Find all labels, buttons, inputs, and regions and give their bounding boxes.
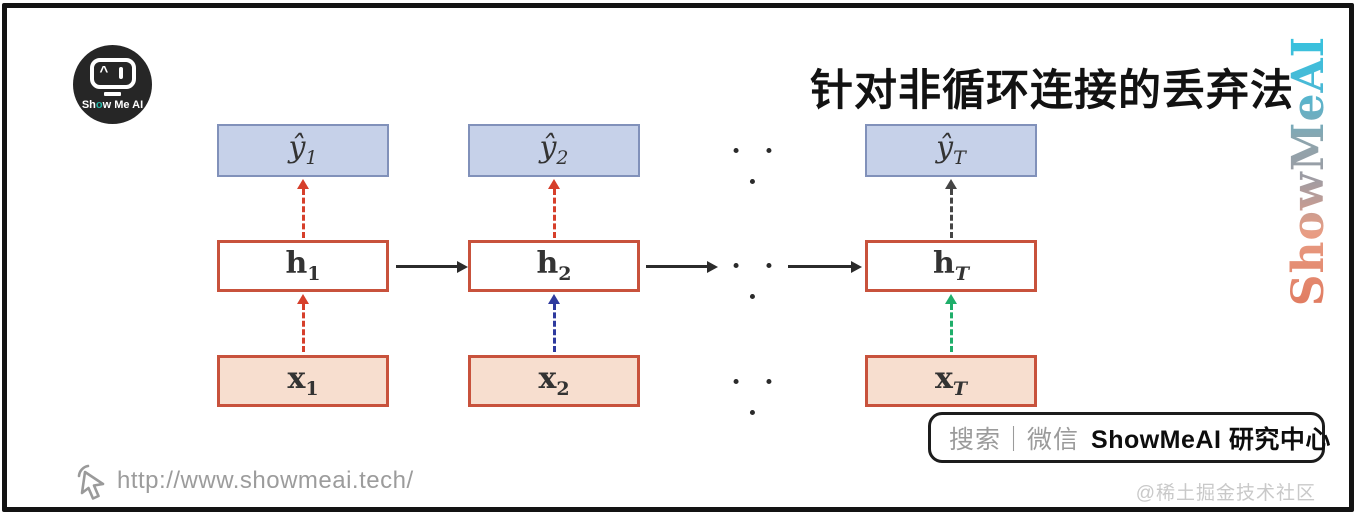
vertical-brand-watermark: ShowMeAI xyxy=(1283,31,1334,311)
community-watermark: @稀土掘金技术社区 xyxy=(1135,483,1316,504)
input-box-x1: x1 xyxy=(217,355,389,407)
hidden-box-hT: hT xyxy=(865,240,1037,292)
hidden-box-h1: h1 xyxy=(217,240,389,292)
page-title: 针对非循环连接的丢弃法 xyxy=(810,67,1294,115)
input-box-x2: x2 xyxy=(468,355,640,407)
logo-wordmark: Show Me AI xyxy=(82,99,143,111)
cursor-click-icon xyxy=(77,464,105,500)
logo-text-part: w Me AI xyxy=(102,99,144,111)
ellipsis-output-row: · · · xyxy=(731,136,781,198)
y2-label: ŷ2 xyxy=(539,130,569,169)
x2-label: x2 xyxy=(538,360,570,400)
search-brand-text: ShowMeAI 研究中心 xyxy=(1091,425,1331,454)
output-box-yT: ŷT xyxy=(865,124,1037,177)
website-url: http://www.showmeai.tech/ xyxy=(117,467,414,494)
xT-label: xT xyxy=(934,360,968,400)
robot-chin xyxy=(104,92,121,96)
y1-label: ŷ1 xyxy=(288,130,318,169)
wechat-search-card: 搜索｜微信 ShowMeAI 研究中心 xyxy=(928,412,1330,463)
robot-eye-right xyxy=(118,67,123,79)
search-hint-text: 搜索｜微信 xyxy=(949,425,1080,454)
robot-eye-left: ^ xyxy=(99,63,109,80)
output-box-y1: ŷ1 xyxy=(217,124,389,177)
logo-text-o: o xyxy=(95,99,103,111)
input-box-xT: xT xyxy=(865,355,1037,407)
arrow-h1-to-y1 xyxy=(297,179,309,238)
showmeai-logo: ^ Show Me AI xyxy=(73,45,152,124)
x1-label: x1 xyxy=(287,360,319,400)
hidden-box-h2: h2 xyxy=(468,240,640,292)
robot-face-icon: ^ xyxy=(89,58,136,89)
arrow-dots-to-hT xyxy=(788,260,862,273)
arrow-h2-to-dots xyxy=(646,260,718,273)
arrow-x1-to-h1 xyxy=(297,294,309,352)
arrow-xT-to-hT xyxy=(945,294,957,352)
ellipsis-hidden-row: · · · xyxy=(731,251,781,313)
h1-label: h1 xyxy=(285,245,321,285)
arrow-hT-to-yT xyxy=(945,179,957,238)
yT-label: ŷT xyxy=(936,130,966,169)
arrow-h1-to-h2 xyxy=(396,260,468,273)
logo-text-part: Sh xyxy=(81,99,96,111)
output-box-y2: ŷ2 xyxy=(468,124,640,177)
arrow-h2-to-y2 xyxy=(548,179,560,238)
arrow-x2-to-h2 xyxy=(548,294,560,352)
ellipsis-input-row: · · · xyxy=(731,367,781,429)
hT-label: hT xyxy=(933,245,969,285)
h2-label: h2 xyxy=(536,245,572,285)
